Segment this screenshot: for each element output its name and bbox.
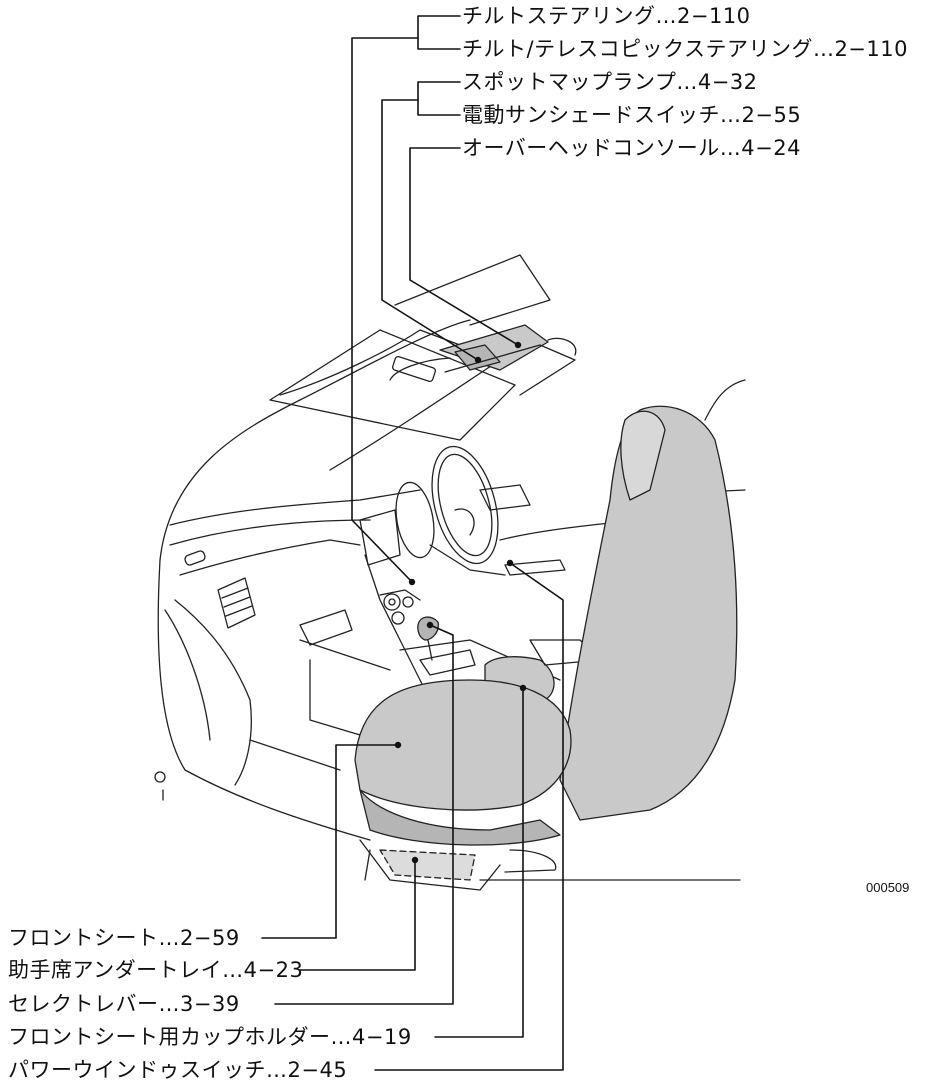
front-seat-shape bbox=[354, 679, 572, 846]
leader-lines bbox=[261, 15, 564, 1071]
label-front-seat: フロントシート…2−59 bbox=[8, 926, 240, 950]
driver-seat bbox=[559, 405, 738, 821]
label-passenger-under-tray: 助手席アンダートレイ…4−23 bbox=[8, 958, 304, 982]
label-spot-map-lamp: スポットマップランプ…4−32 bbox=[462, 70, 758, 94]
label-tilt-steering: チルトステアリング…2−110 bbox=[462, 4, 751, 28]
label-select-lever: セレクトレバー…3−39 bbox=[8, 992, 240, 1016]
select-lever-shape bbox=[417, 616, 439, 661]
dashboard bbox=[164, 489, 421, 786]
figure-code: 000509 bbox=[866, 880, 910, 895]
label-tilt-telescopic-steering: チルト/テレスコピックステアリング…2−110 bbox=[462, 37, 908, 61]
knob-detail bbox=[154, 771, 166, 801]
leader-dots bbox=[394, 341, 527, 864]
sun-visor bbox=[269, 329, 516, 441]
label-front-seat-cup-holder: フロントシート用カップホルダー…4−19 bbox=[8, 1025, 412, 1049]
air-vents bbox=[217, 509, 401, 646]
label-power-window-switch: パワーウインドゥスイッチ…2−45 bbox=[8, 1058, 348, 1082]
steering-wheel bbox=[395, 445, 506, 576]
seat-rails bbox=[359, 839, 557, 891]
label-power-sunshade-switch: 電動サンシェードスイッチ…2−55 bbox=[462, 103, 802, 127]
label-overhead-console: オーバーヘッドコンソール…4−24 bbox=[462, 136, 801, 160]
